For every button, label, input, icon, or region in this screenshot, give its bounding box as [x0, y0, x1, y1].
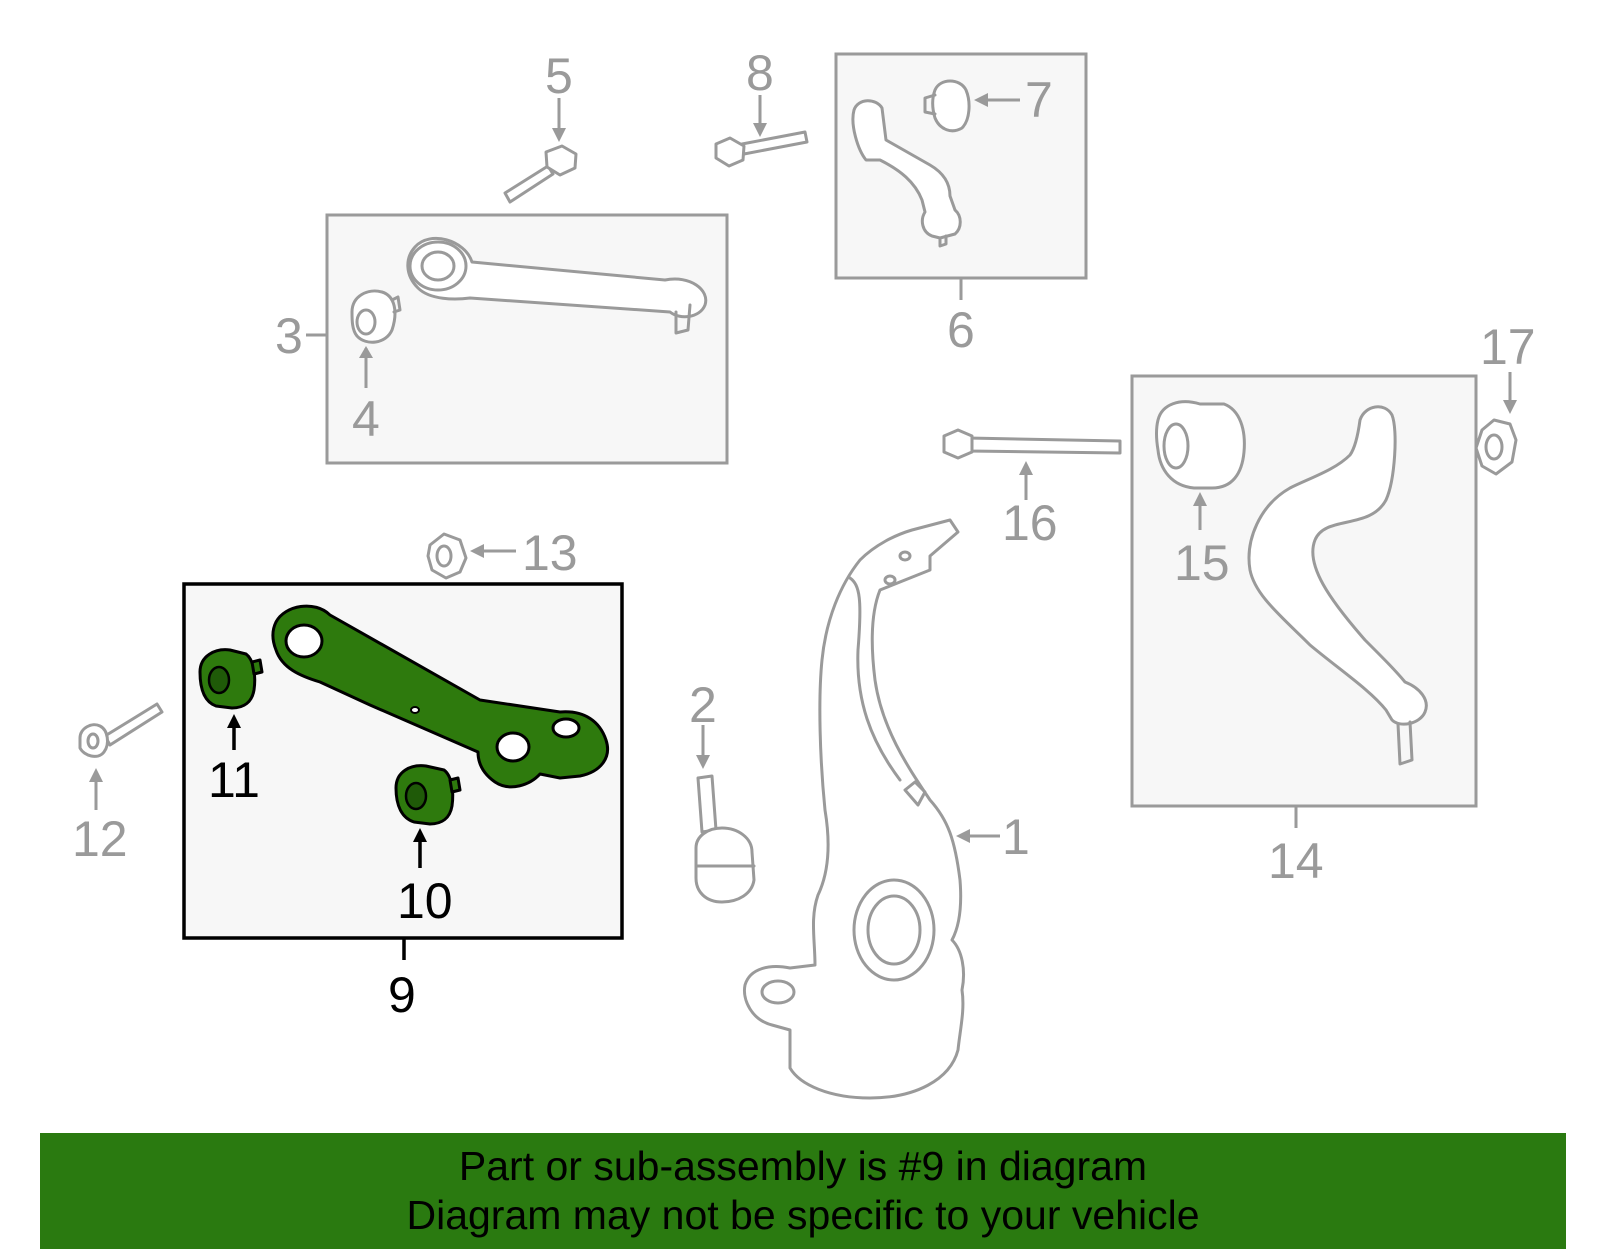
callout-1: 1	[1002, 809, 1030, 865]
callout-3: 3	[275, 308, 303, 364]
bushing-15[interactable]	[1155, 400, 1246, 530]
callout-15: 15	[1174, 535, 1230, 591]
banner-background	[40, 1133, 1566, 1249]
callout-14: 14	[1268, 833, 1324, 889]
info-banner: Part or sub-assembly is #9 in diagram Di…	[40, 1133, 1566, 1249]
callout-9: 9	[388, 967, 416, 1023]
callout-10: 10	[397, 873, 453, 929]
callout-4: 4	[352, 391, 380, 447]
callout-7: 7	[1025, 72, 1053, 128]
bushing-10[interactable]	[394, 764, 462, 826]
callout-16: 16	[1002, 495, 1058, 551]
bushing-7[interactable]	[923, 79, 1020, 133]
bolt-8[interactable]	[714, 95, 809, 168]
assembly-box-3[interactable]	[306, 213, 729, 465]
bushing-4[interactable]	[350, 289, 402, 344]
bushing-11[interactable]	[198, 648, 264, 710]
banner-line-2: Diagram may not be specific to your vehi…	[406, 1192, 1200, 1238]
banner-line-1: Part or sub-assembly is #9 in diagram	[458, 1143, 1148, 1189]
assembly-box-6[interactable]	[834, 52, 1088, 300]
ball-joint-2[interactable]	[694, 725, 756, 904]
assembly-box-9[interactable]	[182, 582, 624, 960]
bolt-5[interactable]	[503, 98, 578, 204]
callout-12: 12	[72, 811, 128, 867]
nut-13[interactable]	[426, 532, 516, 580]
callout-11: 11	[208, 752, 260, 808]
steering-knuckle-1[interactable]	[742, 518, 1000, 1100]
assembly-box-14[interactable]	[1130, 374, 1478, 828]
bolt-12[interactable]	[78, 702, 164, 810]
callout-13: 13	[522, 525, 578, 581]
callout-6: 6	[947, 302, 975, 358]
callout-5: 5	[545, 48, 573, 104]
callout-17: 17	[1480, 319, 1536, 375]
nut-17[interactable]	[1474, 372, 1518, 476]
callout-2: 2	[689, 677, 717, 733]
callout-8: 8	[746, 45, 774, 101]
bolt-16[interactable]	[942, 428, 1122, 500]
